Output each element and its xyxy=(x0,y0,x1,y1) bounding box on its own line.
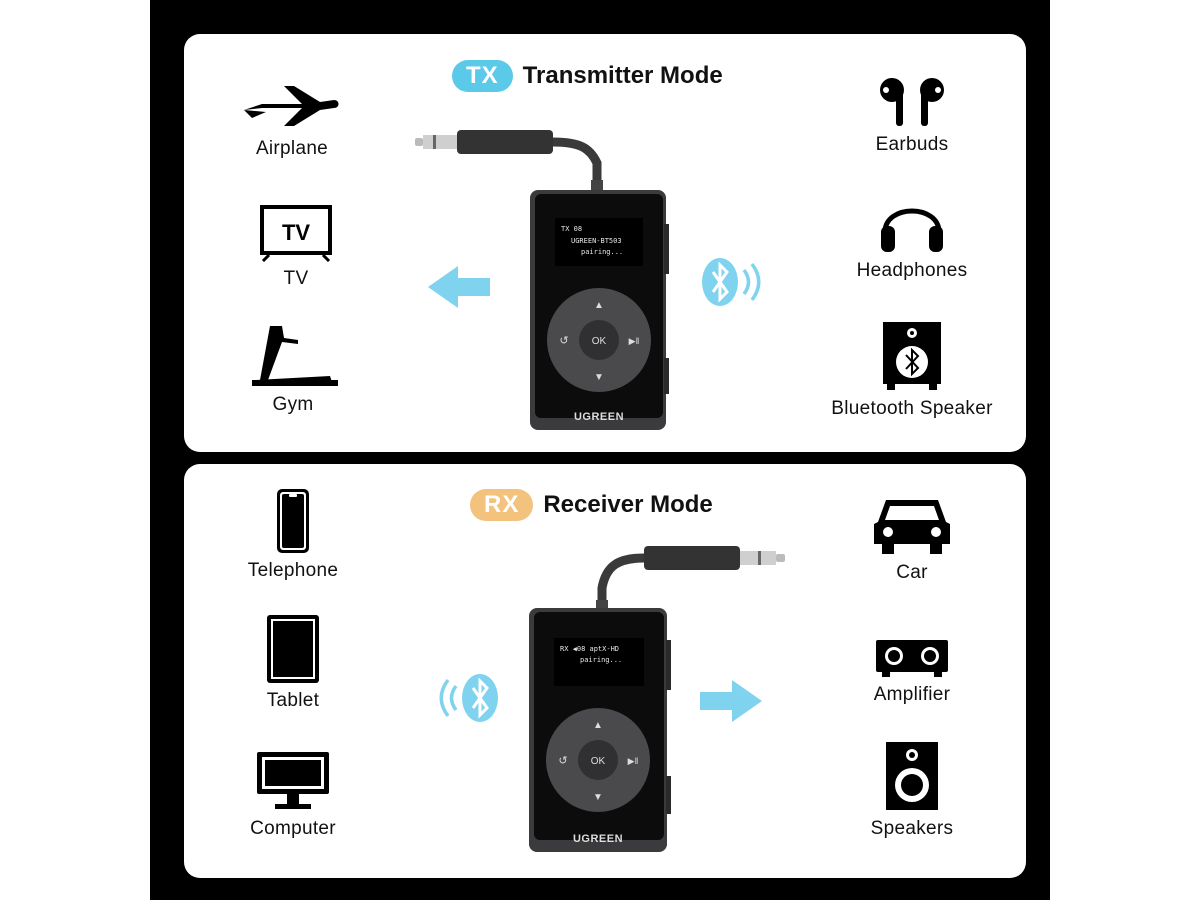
item-telephone: Telephone xyxy=(193,488,393,582)
svg-text:▶‖: ▶‖ xyxy=(629,336,640,346)
treadmill-icon xyxy=(252,326,338,386)
earbuds-icon xyxy=(880,78,944,126)
item-headphones: Headphones xyxy=(812,192,1012,282)
arrow-right-icon xyxy=(700,680,762,722)
svg-text:▲: ▲ xyxy=(593,720,603,731)
item-label: TV xyxy=(283,268,309,289)
item-tablet: Tablet xyxy=(193,614,393,712)
item-label: Headphones xyxy=(856,260,968,281)
item-label: Tablet xyxy=(266,690,320,711)
item-label: Airplane xyxy=(255,138,329,159)
car-icon xyxy=(874,500,950,554)
rx-badge: RX xyxy=(470,489,534,521)
svg-text:↺: ↺ xyxy=(559,335,568,347)
item-label: Amplifier xyxy=(873,684,951,705)
headphones-icon xyxy=(881,208,943,252)
receiver-title: Receiver Mode xyxy=(543,491,713,518)
transmitter-heading: TX Transmitter Mode xyxy=(452,60,723,92)
tx-screen-line3: pairing... xyxy=(581,248,623,256)
svg-text:↺: ↺ xyxy=(558,755,567,767)
item-label: Bluetooth Speaker xyxy=(831,398,993,419)
item-computer: Computer xyxy=(193,750,393,840)
rx-ok-label: OK xyxy=(591,756,606,767)
item-label: Computer xyxy=(250,818,336,839)
item-gym: Gym xyxy=(193,322,393,416)
rx-screen-line1: RX ◀08 aptX-HD xyxy=(560,645,619,653)
bluetooth-speaker-icon xyxy=(883,322,941,390)
tx-ok-label: OK xyxy=(592,336,607,347)
bluetooth-signal-icon xyxy=(439,674,498,722)
tx-badge: TX xyxy=(452,60,513,92)
tx-screen-line2: UGREEN-BT503 xyxy=(571,237,622,245)
item-speakers: Speakers xyxy=(812,740,1012,840)
svg-text:▼: ▼ xyxy=(594,372,604,383)
rx-device: RX ◀08 aptX-HD pairing... OK ▲ ▼ ↺ ▶‖ UG… xyxy=(529,546,785,852)
svg-text:▲: ▲ xyxy=(594,300,604,311)
tablet-icon xyxy=(267,615,319,683)
item-label: Earbuds xyxy=(875,134,949,155)
receiver-heading: RX Receiver Mode xyxy=(470,489,713,521)
rx-brand: UGREEN xyxy=(573,833,623,845)
transmitter-title: Transmitter Mode xyxy=(522,62,723,89)
item-tv: TV TV xyxy=(196,204,396,290)
speakers-icon xyxy=(886,742,938,810)
item-car: Car xyxy=(812,494,1012,584)
item-airplane: Airplane xyxy=(192,82,392,160)
item-label: Car xyxy=(896,562,928,583)
tv-icon: TV xyxy=(260,205,332,262)
svg-text:TV: TV xyxy=(282,220,310,245)
bluetooth-signal-icon xyxy=(702,258,761,306)
svg-text:▶‖: ▶‖ xyxy=(628,756,639,766)
item-label: Gym xyxy=(272,394,314,415)
phone-icon xyxy=(277,489,309,553)
rx-screen-line2: pairing... xyxy=(580,656,622,664)
amplifier-icon xyxy=(876,640,948,677)
computer-icon xyxy=(257,752,329,809)
item-amplifier: Amplifier xyxy=(812,638,1012,706)
item-bluetooth-speaker: Bluetooth Speaker xyxy=(812,320,1012,420)
item-label: Telephone xyxy=(247,560,339,581)
item-earbuds: Earbuds xyxy=(812,76,1012,156)
tx-device: TX 08 UGREEN-BT503 pairing... OK ▲ ▼ ↺ ▶… xyxy=(415,130,669,430)
item-label: Speakers xyxy=(870,818,954,839)
tx-brand: UGREEN xyxy=(574,411,624,423)
airplane-icon xyxy=(244,86,339,126)
svg-text:▼: ▼ xyxy=(593,792,603,803)
tx-screen-line1: TX 08 xyxy=(561,225,582,233)
arrow-left-icon xyxy=(428,266,490,308)
